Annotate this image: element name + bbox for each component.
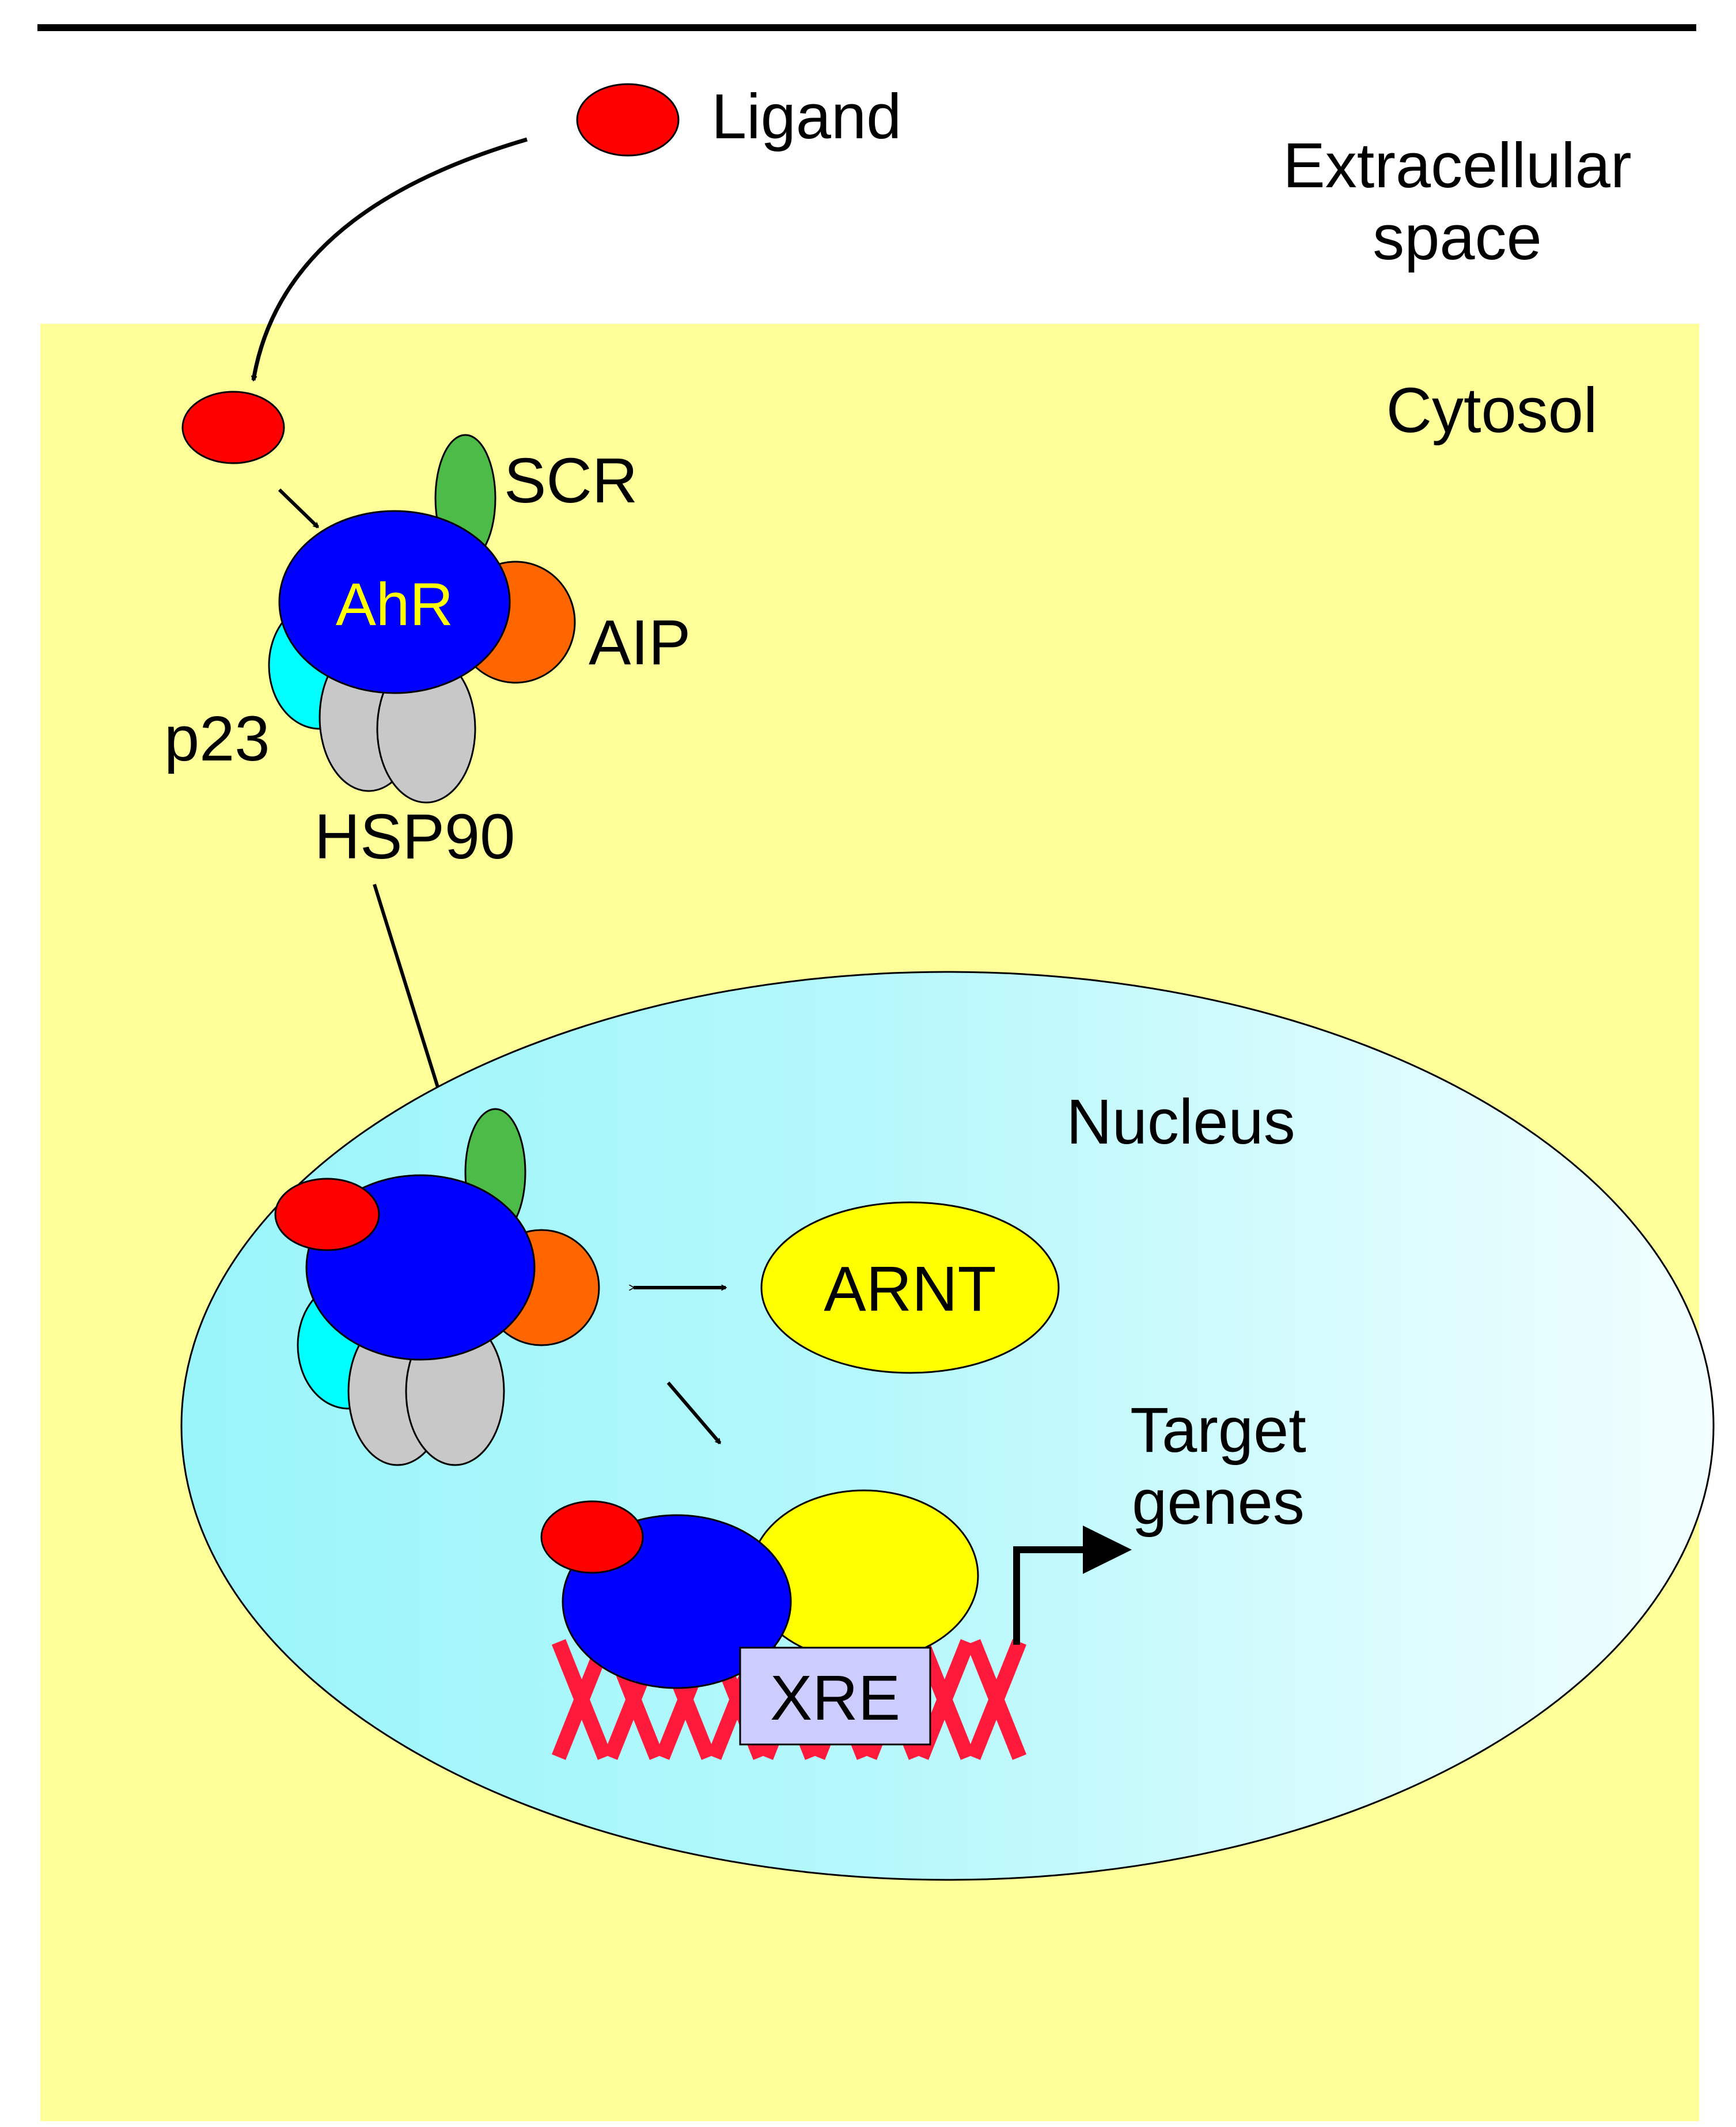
bound-ligand — [540, 1500, 644, 1574]
ligand-binding-arrow — [278, 488, 320, 529]
arnt-label: ARNT — [824, 1254, 996, 1324]
ahr-label: AhR — [336, 571, 453, 638]
ligand-label: Ligand — [711, 81, 901, 152]
p23-label: p23 — [164, 703, 270, 774]
transcription-start-line — [1013, 1546, 1086, 1645]
cytosolic-ligand — [181, 391, 285, 464]
target-genes-label-line2: genes — [1132, 1467, 1305, 1538]
dna-strand — [966, 1639, 1027, 1760]
extracellular-space-label-line1: Extracellular — [1283, 130, 1631, 201]
xre-element — [739, 1647, 931, 1746]
dna-binding-arrow — [666, 1382, 722, 1443]
xre-label: XRE — [770, 1663, 900, 1734]
target-genes-label-line1: Target — [1130, 1395, 1306, 1466]
ahr-protein — [278, 510, 511, 694]
nuclear-ahr-complex — [274, 1108, 600, 1466]
extracellular-ligand — [576, 83, 680, 157]
aip-label: AIP — [589, 607, 691, 678]
ligand-entry-arrow — [253, 137, 528, 380]
nuclear-ligand — [274, 1178, 380, 1251]
top-border-line — [37, 24, 1696, 31]
hsp90-label: HSP90 — [314, 801, 516, 872]
arnt-protein — [760, 1201, 1060, 1374]
scr-label: SCR — [504, 445, 638, 516]
cytosol-label: Cytosol — [1386, 375, 1598, 446]
nucleus-label: Nucleus — [1066, 1087, 1295, 1157]
nuclear-translocation-arrow — [373, 884, 446, 1115]
extracellular-space-label-line2: space — [1373, 202, 1542, 273]
cytosolic-ahr-complex: AhR — [268, 434, 576, 804]
transcription-arrowhead — [1083, 1526, 1132, 1574]
